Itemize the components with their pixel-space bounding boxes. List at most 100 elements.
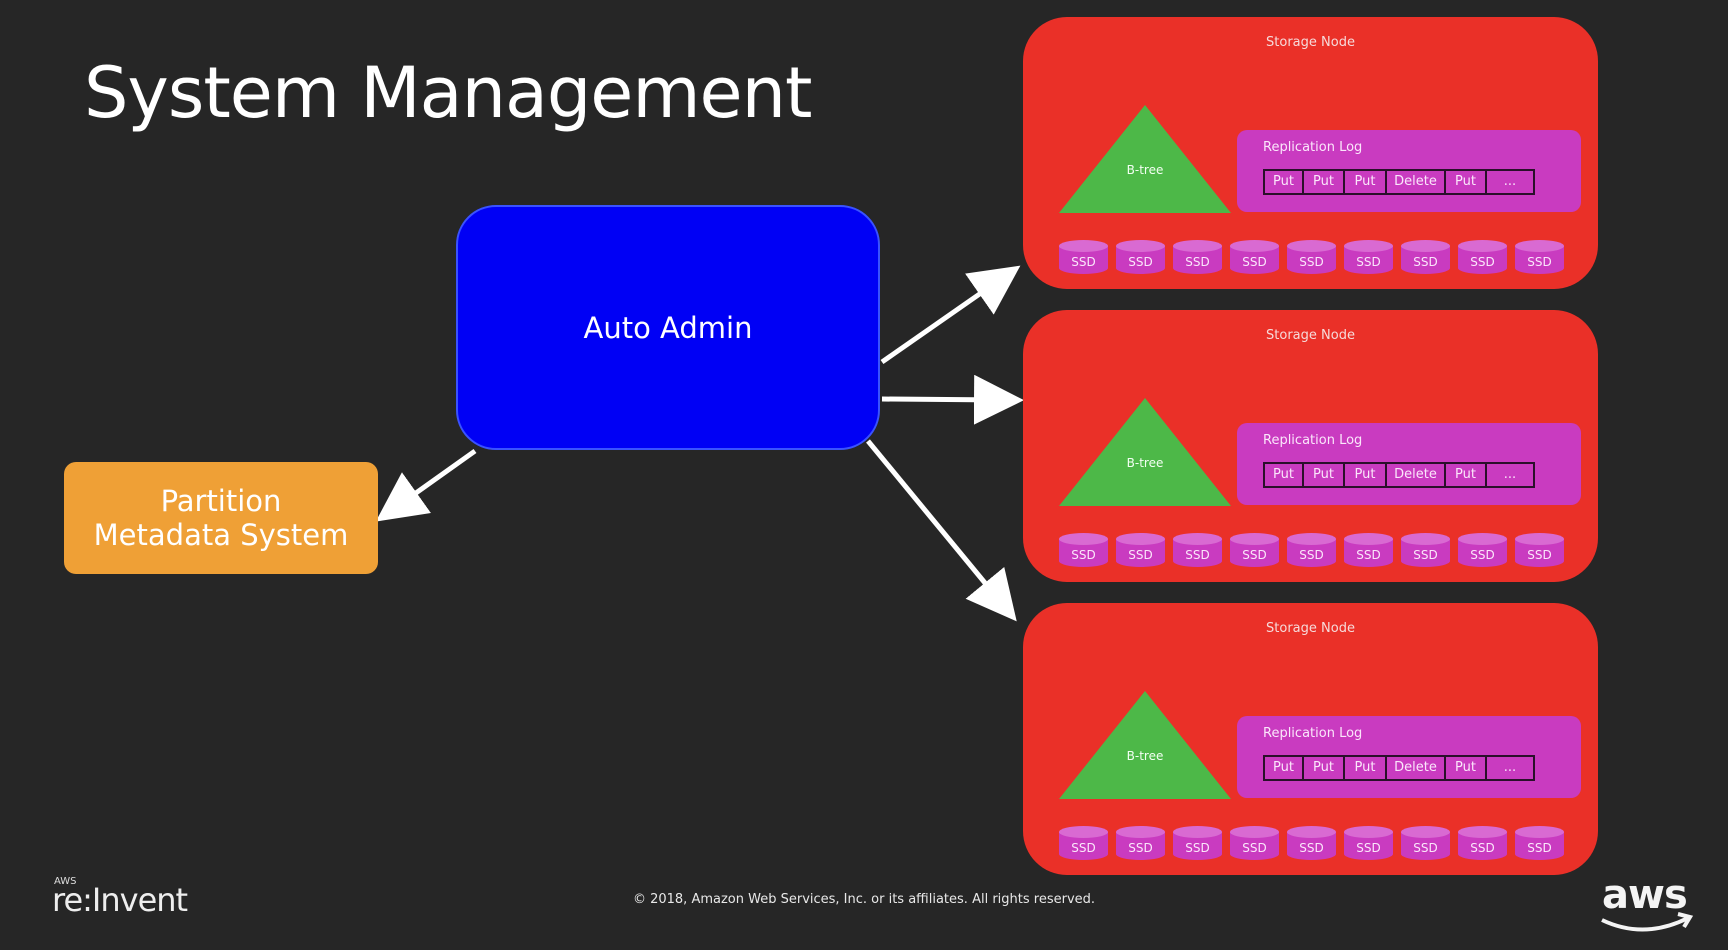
log-entry: Delete	[1387, 171, 1446, 193]
ssd-cylinder-icon	[1116, 826, 1165, 860]
ssd-label: SSD	[1413, 548, 1438, 562]
ssd-label: SSD	[1413, 841, 1438, 855]
ssd-label: SSD	[1356, 548, 1381, 562]
ssd-cylinder-icon	[1515, 533, 1564, 567]
ssd-cylinder-icon	[1515, 240, 1564, 274]
log-entry: Put	[1345, 757, 1387, 779]
log-entry: Delete	[1387, 757, 1446, 779]
ssd-label: SSD	[1470, 255, 1495, 269]
log-entry: Put	[1265, 757, 1304, 779]
ssd-disk: SSD	[1286, 825, 1337, 861]
log-entry: Put	[1265, 171, 1304, 193]
log-entry: Put	[1446, 757, 1487, 779]
ssd-disk: SSD	[1229, 532, 1280, 568]
replication-log-label: Replication Log	[1263, 140, 1363, 155]
ssd-cylinder-icon	[1401, 240, 1450, 274]
ssd-label: SSD	[1299, 841, 1324, 855]
slide-title: System Management	[84, 52, 812, 134]
ssd-disk: SSD	[1514, 825, 1565, 861]
log-entry: ...	[1503, 174, 1517, 189]
ssd-disk: SSD	[1457, 239, 1508, 275]
ssd-disk: SSD	[1115, 532, 1166, 568]
ssd-label: SSD	[1128, 548, 1153, 562]
log-entry: Put	[1304, 757, 1345, 779]
copyright-notice: © 2018, Amazon Web Services, Inc. or its…	[632, 892, 1096, 907]
ssd-cylinder-icon	[1401, 826, 1450, 860]
ssd-disk: SSD	[1058, 239, 1109, 275]
ssd-disk: SSD	[1058, 532, 1109, 568]
ssd-cylinder-icon	[1059, 240, 1108, 274]
btree-label: B-tree	[1126, 163, 1164, 177]
log-entry: Put	[1446, 464, 1487, 486]
ssd-disk: SSD	[1514, 239, 1565, 275]
ssd-cylinder-icon	[1344, 240, 1393, 274]
ssd-label: SSD	[1470, 841, 1495, 855]
ssd-cylinder-icon	[1230, 533, 1279, 567]
ssd-cylinder-icon	[1230, 826, 1279, 860]
ssd-label: SSD	[1527, 841, 1552, 855]
reinvent-logo: AWS re:Invent	[52, 870, 192, 919]
ssd-cylinder-icon	[1287, 533, 1336, 567]
ssd-disk: SSD	[1343, 825, 1394, 861]
ssd-cylinder-icon	[1287, 240, 1336, 274]
ssd-label: SSD	[1242, 255, 1267, 269]
ssd-disk: SSD	[1457, 825, 1508, 861]
ssd-label: SSD	[1071, 841, 1096, 855]
log-entry: Put	[1345, 464, 1387, 486]
ssd-label: SSD	[1413, 255, 1438, 269]
ssd-cylinder-icon	[1173, 826, 1222, 860]
log-entry: Put	[1304, 171, 1345, 193]
ssd-disk: SSD	[1343, 239, 1394, 275]
ssd-disk: SSD	[1286, 239, 1337, 275]
replication-log: Replication Log Put Put Put Delete Put .…	[1237, 716, 1581, 798]
ssd-cylinder-icon	[1458, 826, 1507, 860]
ssd-disk: SSD	[1343, 532, 1394, 568]
aws-smile-icon	[1601, 912, 1694, 932]
reinvent-logo-text: re:Invent	[52, 881, 188, 919]
ssd-disk: SSD	[1172, 239, 1223, 275]
ssd-disk: SSD	[1514, 532, 1565, 568]
ssd-label: SSD	[1470, 548, 1495, 562]
ssd-cylinder-icon	[1344, 533, 1393, 567]
storage-node: Storage Node B-tree Replication Log Put …	[1023, 310, 1598, 582]
btree-label: B-tree	[1126, 456, 1164, 470]
replication-log-label: Replication Log	[1263, 726, 1363, 741]
ssd-label: SSD	[1185, 548, 1210, 562]
ssd-label: SSD	[1527, 255, 1552, 269]
log-entry: ...	[1503, 467, 1517, 482]
aws-logo-text: aws	[1602, 872, 1688, 918]
arrow-to-partition-metadata	[375, 448, 477, 522]
ssd-cylinder-icon	[1059, 533, 1108, 567]
btree-triangle	[1059, 398, 1231, 506]
ssd-disk: SSD	[1229, 825, 1280, 861]
ssd-row: SSD SSD SSD SSD SSD SSD SSD SSD SSD	[1058, 532, 1565, 568]
ssd-label: SSD	[1128, 255, 1153, 269]
ssd-label: SSD	[1356, 255, 1381, 269]
partition-metadata-system-box: Partition Metadata System	[64, 462, 378, 574]
ssd-disk: SSD	[1400, 825, 1451, 861]
log-entry: ...	[1503, 760, 1517, 775]
ssd-cylinder-icon	[1230, 240, 1279, 274]
ssd-label: SSD	[1071, 255, 1096, 269]
log-entries: Put Put Put Delete Put ...	[1263, 462, 1535, 488]
ssd-cylinder-icon	[1458, 240, 1507, 274]
ssd-label: SSD	[1299, 255, 1324, 269]
partition-metadata-line1: Partition	[160, 484, 282, 518]
ssd-cylinder-icon	[1116, 533, 1165, 567]
replication-log-label: Replication Log	[1263, 433, 1363, 448]
log-entries: Put Put Put Delete Put ...	[1263, 169, 1535, 195]
partition-metadata-line2: Metadata System	[93, 518, 349, 552]
ssd-cylinder-icon	[1344, 826, 1393, 860]
ssd-label: SSD	[1242, 548, 1267, 562]
ssd-label: SSD	[1299, 548, 1324, 562]
log-entry: Put	[1304, 464, 1345, 486]
ssd-label: SSD	[1185, 841, 1210, 855]
replication-log: Replication Log Put Put Put Delete Put .…	[1237, 423, 1581, 505]
storage-node-label: Storage Node	[1266, 621, 1355, 636]
ssd-cylinder-icon	[1173, 240, 1222, 274]
reinvent-logo-aws: AWS	[54, 876, 77, 887]
ssd-cylinder-icon	[1173, 533, 1222, 567]
ssd-cylinder-icon	[1116, 240, 1165, 274]
ssd-cylinder-icon	[1401, 533, 1450, 567]
ssd-disk: SSD	[1229, 239, 1280, 275]
